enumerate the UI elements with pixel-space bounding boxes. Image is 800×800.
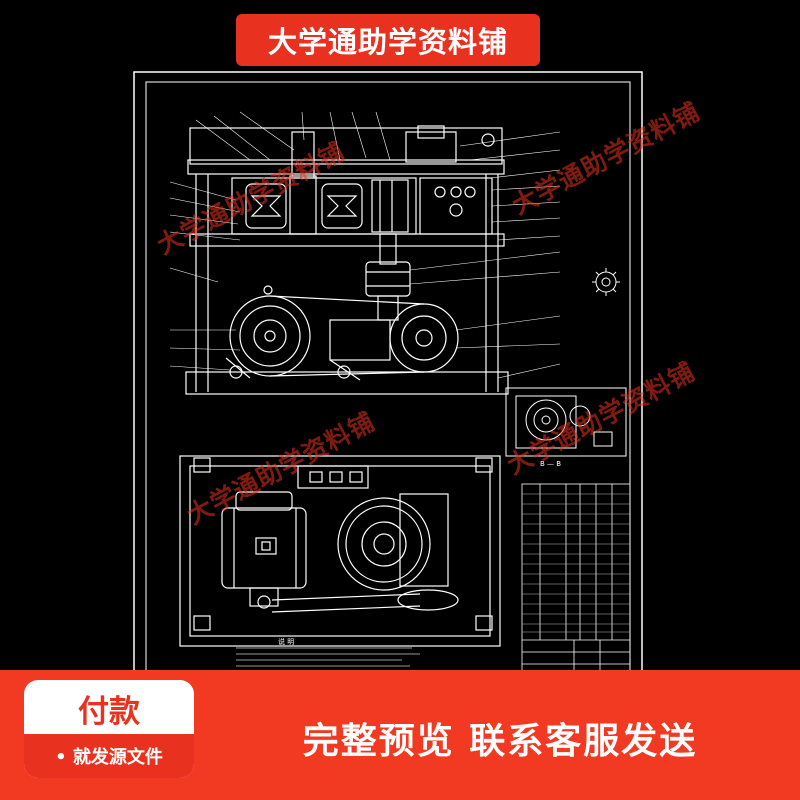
pay-subtitle: • 就发源文件 [55, 747, 163, 768]
banner-title: 大学通助学资料铺 [267, 25, 508, 59]
front-view [185, 125, 509, 395]
top-banner: 大学通助学资料铺 [236, 14, 540, 66]
section-label: B — B [540, 460, 561, 468]
parts-table-rows [522, 493, 630, 633]
pay-subtitle-box: • 就发源文件 [24, 734, 194, 778]
plan-view [179, 455, 501, 647]
notes-lines [236, 647, 420, 667]
callouts-left [169, 111, 391, 371]
parts-table [521, 483, 631, 681]
pay-card[interactable]: 付款 • 就发源文件 [24, 680, 194, 778]
footer-text: 完整预览 联系客服发送 [302, 721, 698, 762]
pay-title: 付款 [78, 694, 140, 730]
section-view [505, 387, 627, 457]
gear-detail [592, 268, 620, 296]
callouts-right [409, 131, 561, 379]
notes-heading: 说 明 [278, 637, 294, 646]
